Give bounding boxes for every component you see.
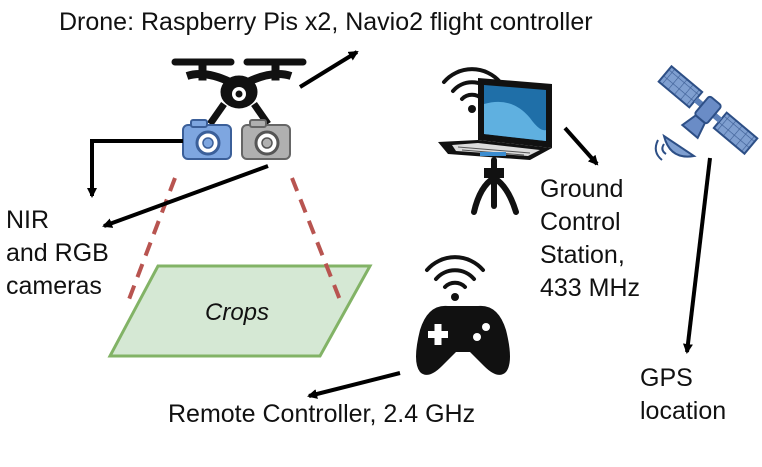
ground-station-label: Ground Control Station, 433 MHz [540, 173, 640, 305]
gamepad-icon [416, 305, 510, 375]
gps-label: GPS location [640, 362, 726, 428]
arrow-nir-camera-to-label [87, 139, 183, 198]
drone-title: Drone: Raspberry Pis x2, Navio2 flight c… [59, 8, 593, 36]
arrow-laptop-to-station-label [563, 126, 599, 166]
satellite-icon [657, 64, 759, 156]
crops-label: Crops [205, 299, 270, 326]
gps-label-line-2: location [640, 397, 727, 425]
cameras-label-line-2: and RGB [6, 239, 109, 267]
ground-station-line-2: Control [540, 208, 621, 236]
wifi-icon-controller [425, 255, 485, 301]
arrow-gamepad-to-remote-label [307, 371, 401, 399]
tripod-icon [471, 157, 519, 215]
laptop-icon [438, 78, 552, 160]
arrow-drone-to-title [298, 50, 359, 89]
gps-label-line-1: GPS [640, 364, 693, 392]
remote-controller-label: Remote Controller, 2.4 GHz [168, 400, 476, 428]
cameras-label-line-1: NIR [6, 206, 50, 234]
ground-station-line-4: 433 MHz [540, 274, 641, 302]
cameras-label: NIR and RGB cameras [6, 204, 109, 303]
cameras-label-line-3: cameras [6, 272, 102, 300]
ground-station-line-1: Ground [540, 175, 624, 203]
arrow-satellite-to-gps-label [682, 157, 712, 354]
ground-station-line-3: Station, [540, 241, 625, 269]
nir-camera-icon [182, 119, 232, 160]
crops-field [107, 264, 373, 358]
rgb-camera-icon [241, 119, 291, 160]
arrow-rgb-camera-to-label [102, 164, 269, 228]
drone-icon [171, 58, 307, 127]
satellite-dish-icon [654, 133, 697, 161]
